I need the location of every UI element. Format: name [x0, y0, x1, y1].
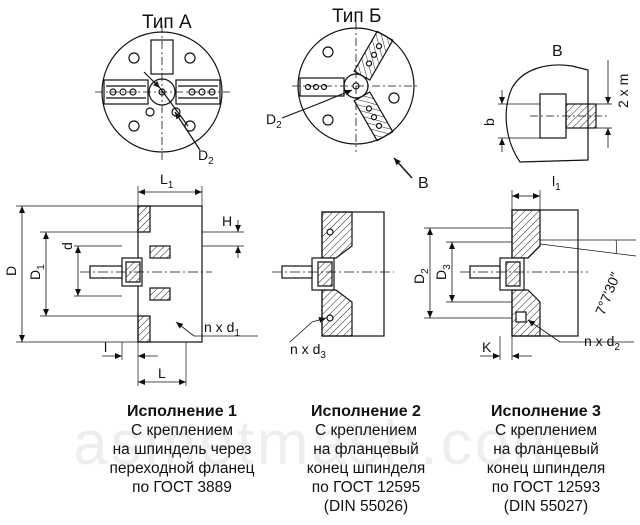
caption-line: (DIN 55026): [323, 498, 409, 515]
front-view-type-a: [95, 25, 230, 160]
caption-line: С креплением: [494, 422, 598, 439]
dim-D2-type-a: D2: [198, 147, 214, 167]
caption-title: Исполнение 3: [491, 403, 601, 420]
view-b-title: В: [552, 43, 563, 60]
dim-D3: D3: [433, 264, 453, 280]
detail-view-b: [498, 60, 612, 163]
dim-H: H: [222, 213, 232, 229]
caption-line: конец шпинделя: [306, 460, 426, 477]
caption-line: на фланцевый: [493, 441, 599, 458]
caption-title: Исполнение 2: [311, 403, 421, 420]
technical-drawing: Тип А Тип Б В D2 D2 В b 2 x m L1 H d D D…: [3, 6, 637, 386]
caption-line: по ГОСТ 3889: [132, 479, 232, 496]
caption-line: переходной фланец: [109, 460, 255, 477]
caption-version-2: Исполнение 2 С креплением на фланцевый к…: [276, 402, 456, 516]
dim-D: D: [3, 266, 19, 276]
caption-title: Исполнение 1: [127, 403, 237, 420]
dim-D2-side: D2: [411, 268, 431, 284]
label-n-x-d2: n x d2: [584, 333, 620, 353]
dim-L: L: [158, 365, 166, 381]
dim-b: b: [481, 118, 497, 126]
front-view-type-b: [281, 22, 420, 179]
dim-2xm: 2 x m: [615, 74, 631, 108]
side-view-version-3: [424, 190, 637, 360]
type-a-title: Тип А: [142, 12, 192, 33]
dim-D2-type-b: D2: [266, 111, 282, 131]
caption-line: С креплением: [130, 422, 234, 439]
dim-K: K: [482, 339, 492, 355]
taper-angle: 7°7′30″: [592, 270, 623, 317]
side-view-version-1: [16, 186, 258, 386]
caption-line: конец шпинделя: [486, 460, 606, 477]
caption-line: на шпиндель через: [112, 441, 252, 458]
caption-version-3: Исполнение 3 С креплением на фланцевый к…: [456, 402, 636, 516]
dim-l1: l1: [552, 173, 561, 193]
dim-L1: L1: [160, 171, 174, 191]
caption-version-1: Исполнение 1 С креплением на шпиндель че…: [84, 402, 280, 497]
caption-line: С креплением: [314, 422, 418, 439]
caption-line: по ГОСТ 12593: [491, 479, 601, 496]
label-n-x-d3: n x d3: [290, 341, 326, 361]
caption-line: (DIN 55027): [503, 498, 589, 515]
caption-line: по ГОСТ 12595: [311, 479, 421, 496]
label-n-x-d1: n x d1: [204, 319, 240, 339]
dim-d: d: [59, 242, 75, 250]
view-arrow-label: В: [418, 175, 429, 192]
side-view-version-2: [272, 211, 394, 343]
dim-D1: D1: [27, 264, 47, 280]
caption-line: на фланцевый: [313, 441, 419, 458]
type-b-title: Тип Б: [332, 6, 381, 27]
dim-l: l: [104, 339, 107, 355]
